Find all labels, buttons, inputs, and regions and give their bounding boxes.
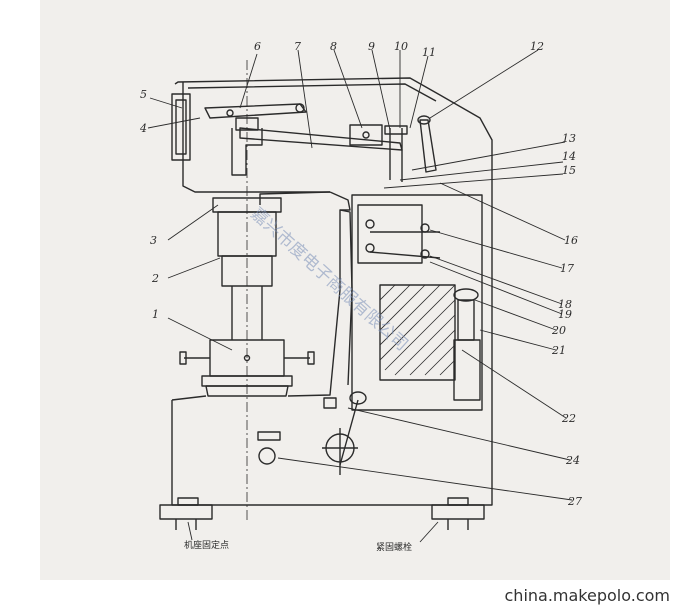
note-left-foot: 机座固定点 bbox=[184, 539, 229, 551]
weight-block bbox=[349, 124, 383, 146]
damper-body bbox=[453, 339, 481, 401]
wheel-base-lower bbox=[205, 385, 289, 397]
callout-17: 17 bbox=[560, 262, 574, 275]
spindle-head bbox=[231, 128, 263, 176]
rod-clamp bbox=[384, 125, 408, 135]
panel-screw-d bbox=[420, 249, 430, 259]
chamber-panel bbox=[357, 204, 423, 264]
load-handle bbox=[419, 119, 437, 173]
side-tag bbox=[323, 397, 337, 409]
callout-3: 3 bbox=[150, 234, 157, 247]
callout-14: 14 bbox=[562, 150, 576, 163]
foot-left-bolt bbox=[175, 519, 197, 530]
panel-screw-a bbox=[365, 219, 375, 229]
pivot-pin-small bbox=[226, 109, 234, 117]
hatched-block bbox=[379, 284, 456, 381]
panel-rod-2 bbox=[369, 251, 441, 259]
callout-8: 8 bbox=[330, 40, 337, 53]
callout-15: 15 bbox=[562, 164, 576, 177]
leader-lines bbox=[147, 49, 573, 543]
panel-screw-b bbox=[365, 243, 375, 253]
weight-arm bbox=[239, 127, 403, 151]
callout-7: 7 bbox=[294, 40, 301, 53]
housing-top-cover bbox=[182, 82, 330, 193]
damper-stem bbox=[457, 299, 475, 341]
column-shaft bbox=[231, 286, 263, 340]
lever-rod bbox=[339, 399, 359, 466]
eyepiece-lens bbox=[175, 99, 187, 155]
frame-front bbox=[259, 191, 331, 205]
pivot-pin bbox=[295, 103, 305, 113]
callout-27: 27 bbox=[567, 495, 582, 508]
note-right-foot: 紧固螺栓 bbox=[376, 541, 412, 553]
foot-left bbox=[159, 504, 213, 520]
source-footer: china.makepolo.com bbox=[504, 586, 671, 605]
callout-12: 12 bbox=[530, 40, 544, 53]
callout-13: 13 bbox=[562, 132, 576, 145]
foot-right-bolt bbox=[447, 519, 469, 530]
handle-knob bbox=[417, 115, 431, 125]
callout-9: 9 bbox=[368, 40, 375, 53]
indicator-lamp bbox=[258, 447, 276, 465]
head-housing bbox=[174, 77, 493, 178]
callout-6: 6 bbox=[254, 40, 261, 53]
upper-lever bbox=[204, 103, 307, 119]
damper-knob bbox=[453, 288, 479, 302]
scanned-paper bbox=[40, 0, 670, 580]
callout-19: 19 bbox=[558, 308, 572, 321]
callout-22: 22 bbox=[561, 412, 576, 425]
callout-2: 2 bbox=[151, 272, 159, 285]
callout-18: 18 bbox=[558, 298, 572, 311]
callout-4: 4 bbox=[139, 122, 147, 135]
body-inner-left bbox=[339, 209, 353, 386]
lever-knob bbox=[349, 391, 367, 405]
foot-left-cap bbox=[177, 497, 199, 506]
weight-screw bbox=[362, 131, 370, 139]
callout-10: 10 bbox=[394, 40, 408, 53]
callout-1: 1 bbox=[152, 308, 159, 321]
spoke-end-l bbox=[179, 351, 187, 365]
indicator-plate bbox=[257, 431, 281, 441]
foot-right-cap bbox=[447, 497, 469, 506]
callout-16: 16 bbox=[564, 234, 578, 247]
callout-24: 24 bbox=[565, 454, 580, 467]
foot-right bbox=[431, 504, 485, 520]
callout-21: 21 bbox=[551, 344, 566, 357]
callout-20: 20 bbox=[551, 324, 566, 337]
head-housing-inner bbox=[187, 83, 437, 102]
column-neck bbox=[329, 191, 351, 290]
spoke-end-r bbox=[307, 351, 315, 365]
machine-body bbox=[171, 178, 493, 506]
callout-11: 11 bbox=[422, 46, 436, 59]
eyepiece-block bbox=[171, 93, 191, 161]
callout-5: 5 bbox=[140, 88, 147, 101]
